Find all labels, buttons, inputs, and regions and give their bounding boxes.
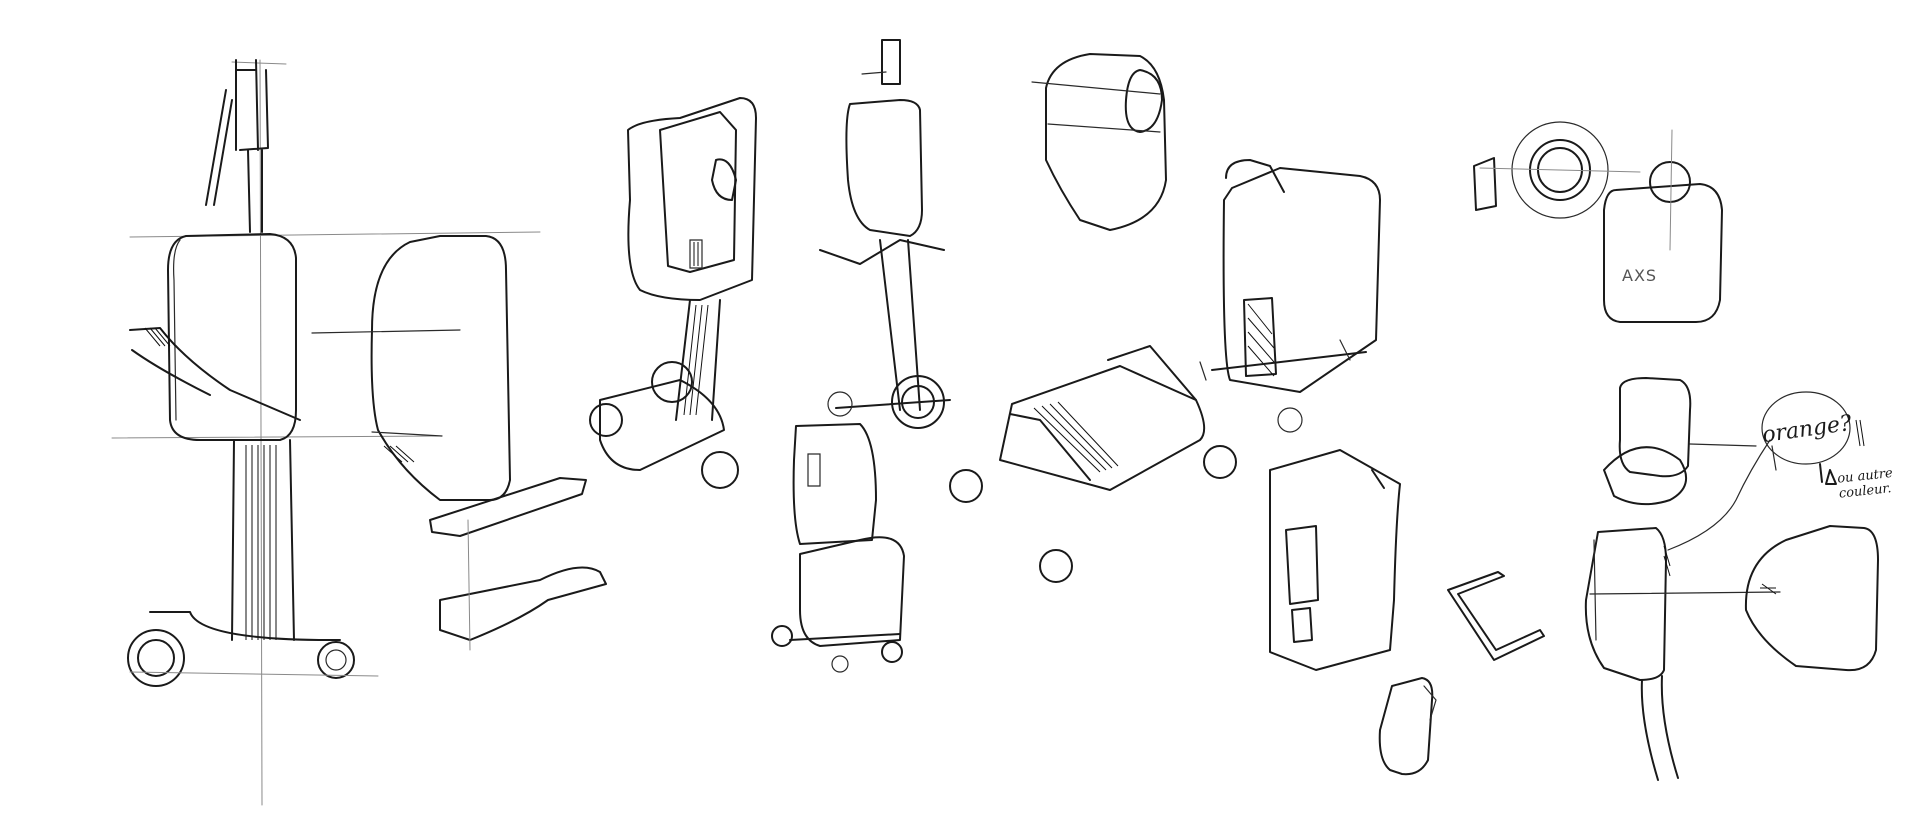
tall-box-sketch bbox=[1269, 449, 1401, 671]
bracket-sketch bbox=[1447, 571, 1545, 661]
color-note-bubble bbox=[1761, 391, 1851, 485]
cart-frame-perspective-sketch bbox=[949, 345, 1303, 583]
box-handle-sketch bbox=[1199, 159, 1381, 393]
screen-module-sketch bbox=[1031, 53, 1167, 231]
side-unit-arm-sketch bbox=[1584, 439, 1781, 781]
tablet-outline-sketch bbox=[1744, 525, 1879, 672]
cart-sketch-stacked bbox=[771, 423, 905, 673]
cart-sketch-thin-frame bbox=[819, 39, 951, 429]
brand-mark-note: AXS bbox=[1622, 266, 1658, 285]
handle-loop-sketch bbox=[1603, 377, 1865, 506]
panel-sketch-rounded bbox=[311, 235, 607, 651]
cart-sketch-tall-pole bbox=[111, 59, 541, 806]
small-panel-sketch bbox=[1378, 677, 1437, 776]
cart-sketch-three-quarter bbox=[589, 97, 757, 489]
dial-detail-sketch bbox=[1473, 121, 1723, 323]
